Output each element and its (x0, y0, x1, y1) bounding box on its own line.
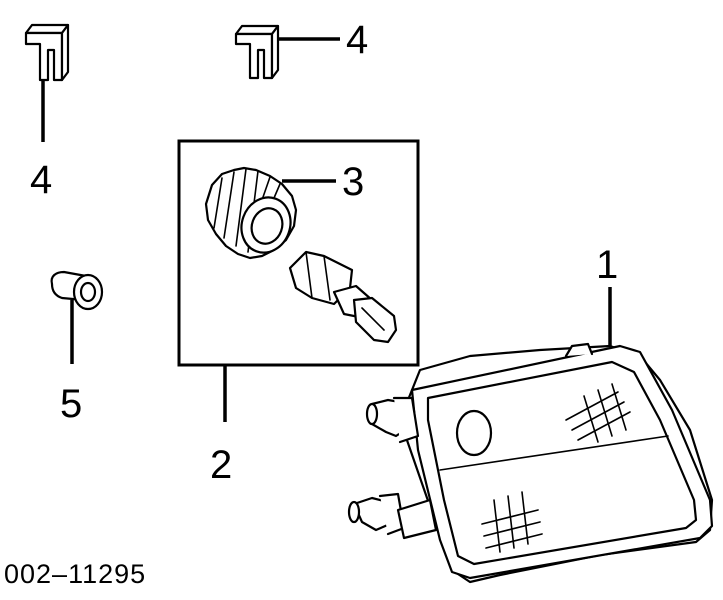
callout-4-top: 4 (346, 18, 368, 62)
callout-4-left: 4 (30, 158, 52, 202)
grommet-nut (50, 270, 104, 311)
headlamp-assembly (347, 342, 714, 584)
lens-texture-upper (565, 383, 631, 443)
bulb-socket (204, 166, 298, 260)
callout-3: 3 (342, 160, 364, 204)
callout-5: 5 (60, 382, 82, 426)
diagram-reference-number: 002–11295 (4, 559, 146, 589)
retaining-clip-left (24, 23, 70, 82)
callout-2: 2 (210, 443, 232, 487)
callout-1: 1 (596, 243, 618, 287)
bulb-group-box (177, 139, 420, 367)
lens-texture-lower (481, 491, 543, 553)
halogen-bulb (288, 250, 398, 344)
retaining-clip-top (234, 24, 280, 80)
